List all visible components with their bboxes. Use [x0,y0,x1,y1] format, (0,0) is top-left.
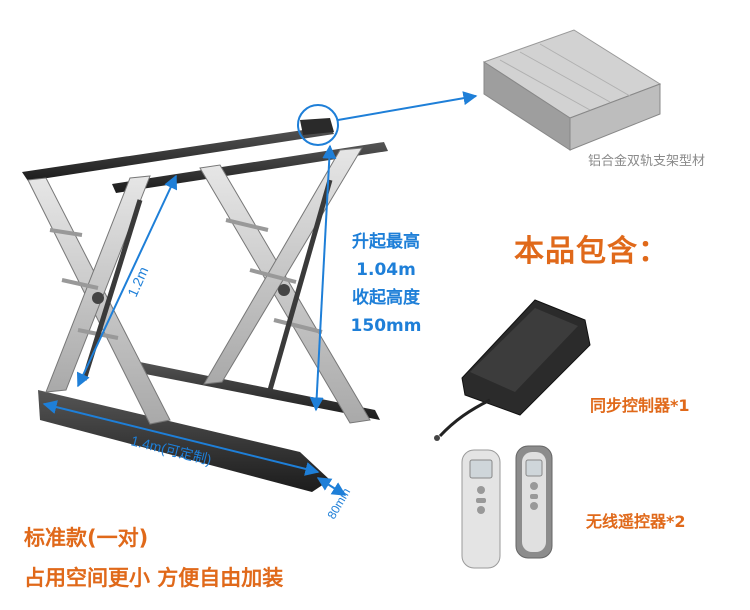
bottom-caption-line1: 标准款(一对) [24,526,149,550]
lift-height-labels: 升起最高 1.04m 收起高度 150mm [336,228,436,340]
aluminum-rail-profile [482,29,662,151]
lift-min-value: 150mm [350,316,422,336]
height-dimension-arrow [309,144,337,412]
length-dimension-arrow [42,400,320,476]
rail-profile-caption: 铝合金双轨支架型材 [588,154,706,169]
lift-max-value: 1.04m [356,260,416,280]
lift-max-label: 升起最高 [352,232,420,252]
diagonal-dimension-arrow [76,174,178,388]
bottom-caption-line2: 占用空间更小 方便自由加装 [24,566,284,590]
includes-title: 本品包含： [514,234,669,269]
item-label-remote: 无线遥控器*2 [586,512,686,531]
lift-min-label: 收起高度 [352,288,420,308]
sync-controller-device [434,299,591,441]
diagonal-label: 1.2m [124,264,151,299]
width-dimension-arrow [316,477,347,496]
remote-controls [461,445,553,569]
scissor-lift-frame [22,118,388,492]
width-label: 80mm [324,486,353,522]
item-label-controller: 同步控制器*1 [590,396,690,415]
zoom-pointer-arrow [337,91,478,121]
